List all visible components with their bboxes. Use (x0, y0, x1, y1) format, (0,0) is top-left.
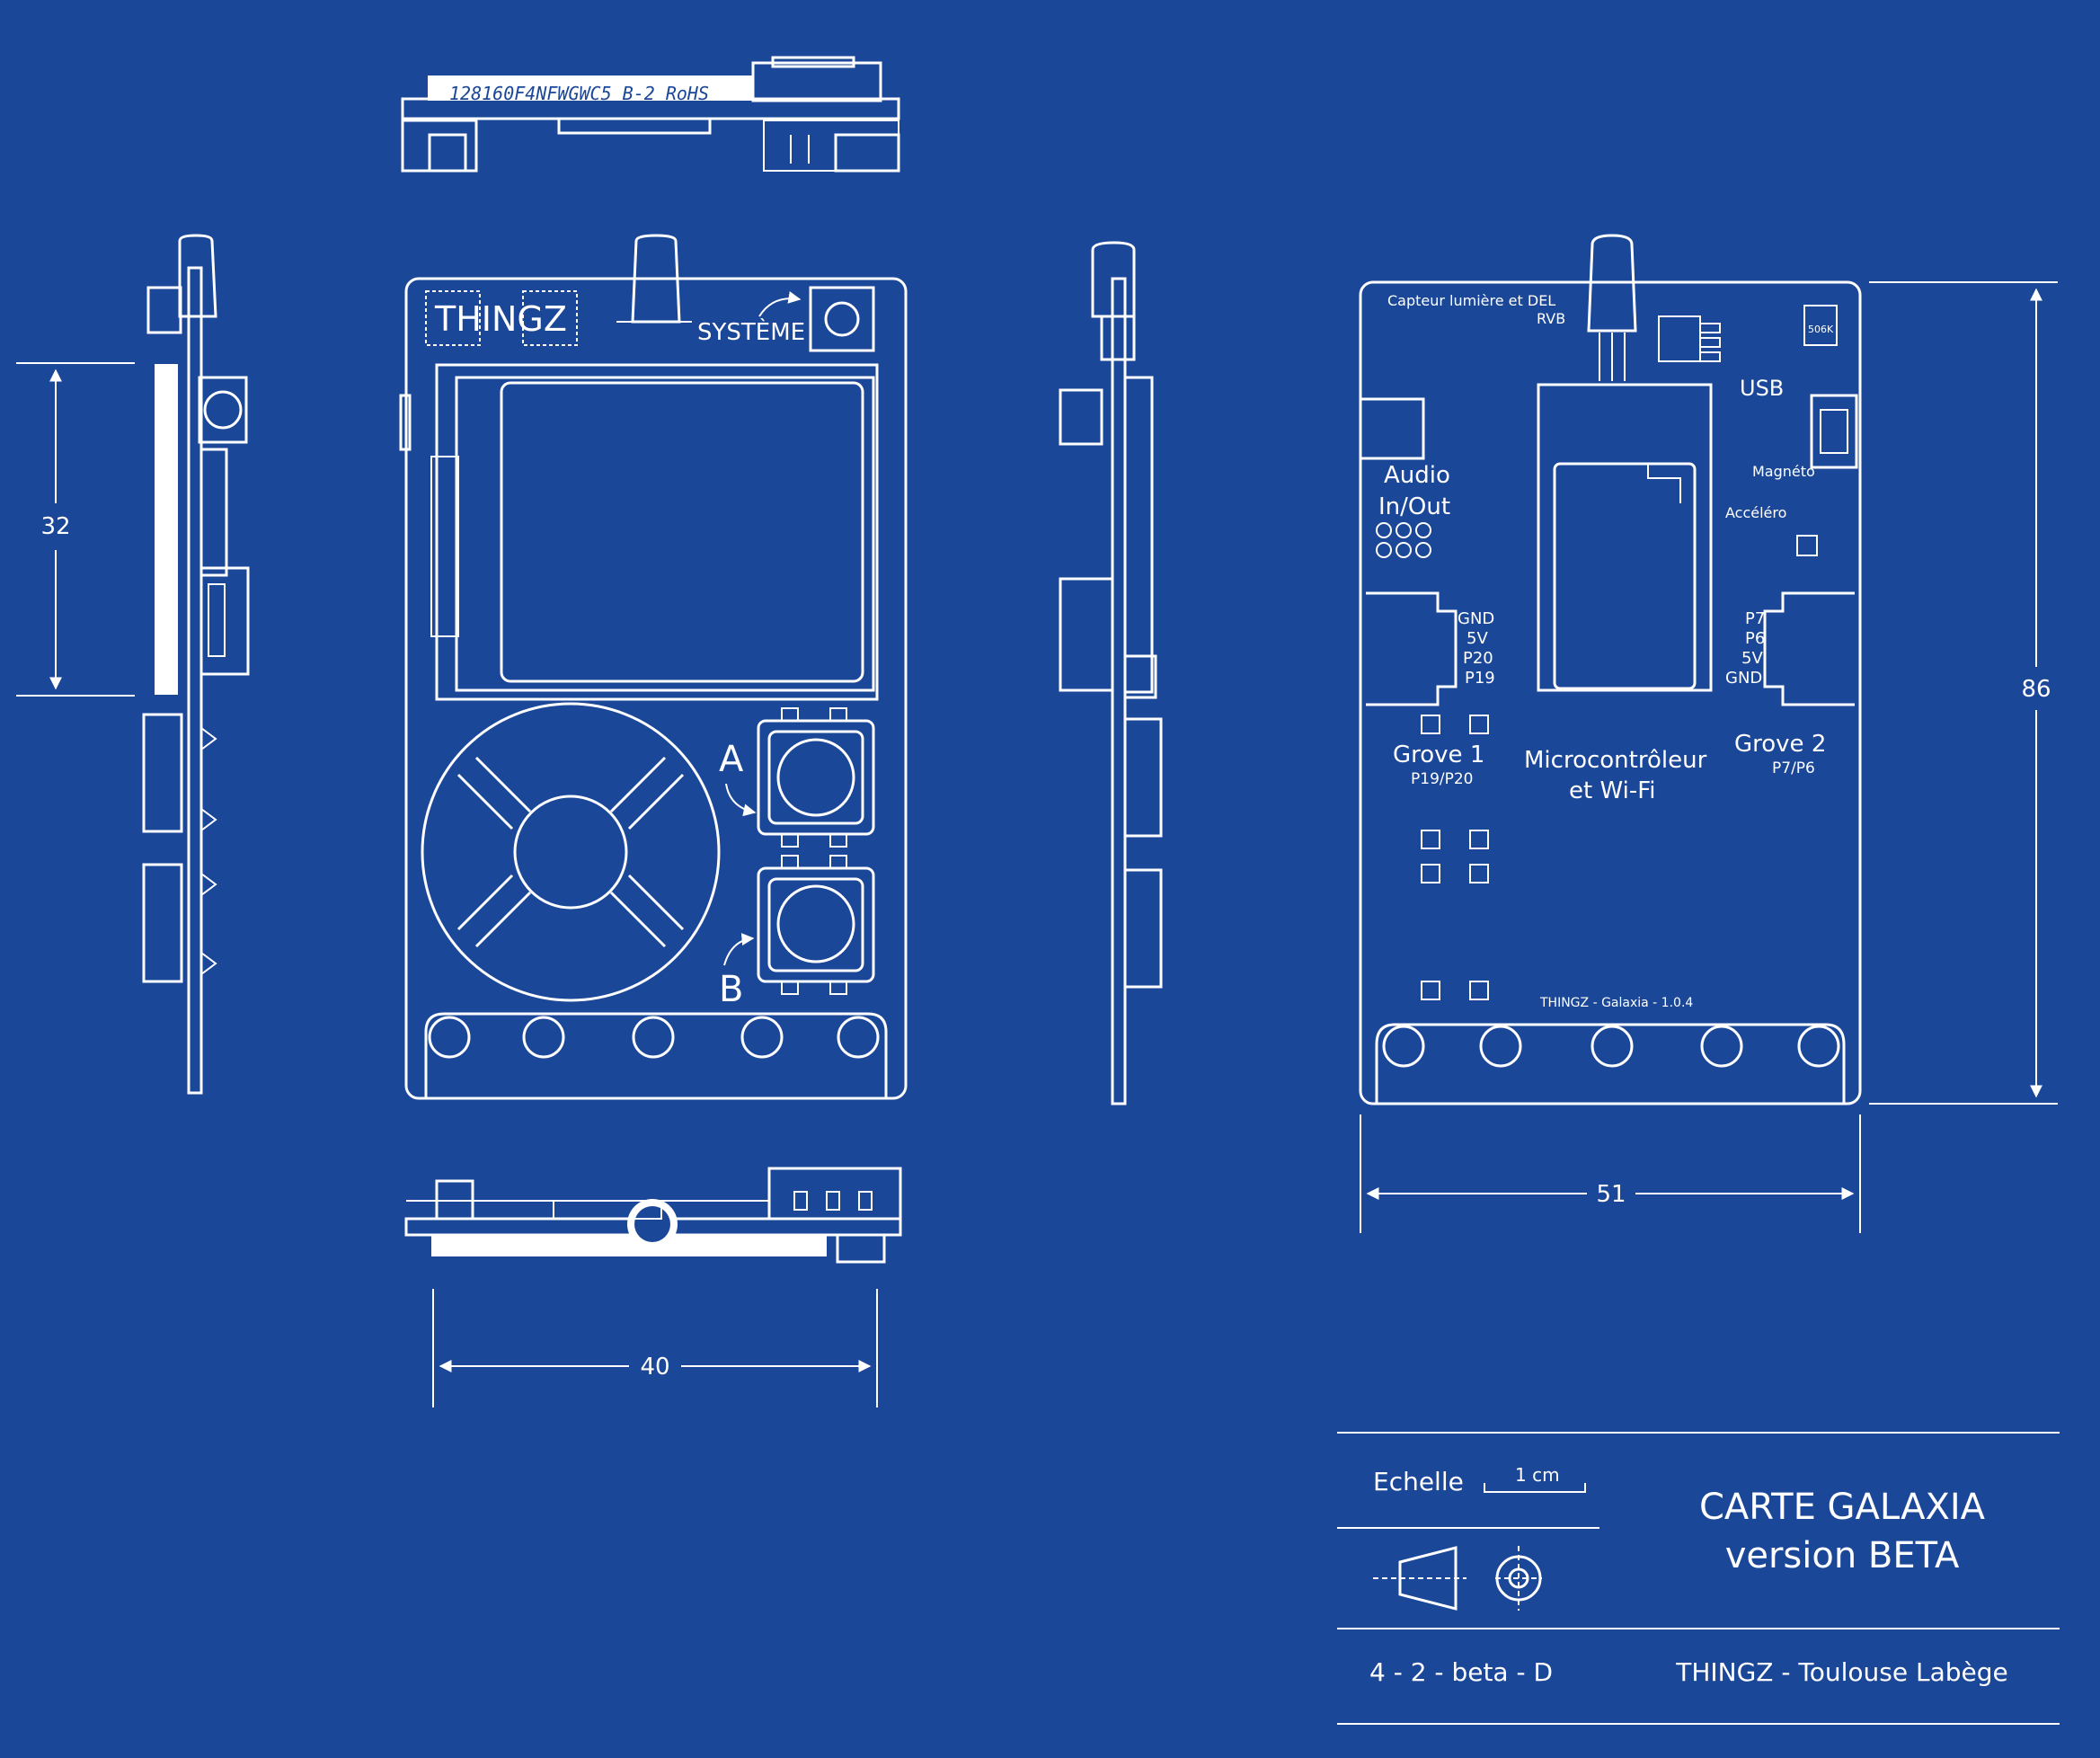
mcu-label-2: et Wi-Fi (1569, 777, 1655, 804)
scale-label: Echelle (1373, 1467, 1464, 1496)
right-side-view (1059, 241, 1163, 1105)
title-block: Echelle 1 cm CARTE GALAXIA version BETA … (1337, 1432, 2060, 1725)
scale-unit: 1 cm (1515, 1464, 1560, 1486)
dpad (421, 702, 721, 1002)
top-edge-view: 128160F4NFWGWC5 B-2 RoHS (401, 56, 900, 173)
mcu-label-1: Microcontrôleur (1524, 747, 1707, 774)
grove2-sub: P7/P6 (1772, 759, 1815, 777)
grove1-pin-4: P19 (1465, 669, 1495, 688)
audio-label-2: In/Out (1378, 493, 1450, 520)
dim-width-bottom: 40 (640, 1354, 669, 1381)
title-line-1: CARTE GALAXIA (1699, 1487, 1986, 1528)
dim-height-side: 32 (40, 513, 70, 540)
button-a-label: A (719, 739, 744, 780)
dim-width-back: 51 (1596, 1181, 1626, 1208)
grove1-pin-2: 5V (1466, 629, 1488, 648)
bottom-edge-view (404, 1167, 902, 1264)
accelero-label: Accéléro (1725, 504, 1786, 521)
grove1-label: Grove 1 (1393, 741, 1484, 768)
rgb-label: RVB (1537, 310, 1565, 327)
back-view: Capteur lumière et DEL RVB 506K USB Magn… (1359, 234, 1862, 1105)
audio-label-1: Audio (1384, 462, 1450, 489)
front-edge-connector (424, 1012, 888, 1098)
grove1-pin-1: GND (1458, 609, 1494, 628)
grove1-sub: P19/P20 (1411, 770, 1474, 788)
grove2-pin-2: P6 (1745, 629, 1765, 648)
left-side-view (142, 234, 250, 1095)
button-b-label: B (719, 969, 743, 1010)
company-label: THINGZ - Toulouse Labège (1675, 1657, 2008, 1687)
chip-label: 128160F4NFWGWC5 B-2 RoHS (449, 83, 709, 104)
dim-height-back: 86 (2021, 676, 2051, 703)
magneto-label: Magnéto (1752, 463, 1815, 480)
grove2-pin-4: GND (1725, 669, 1762, 688)
drawing-reference: 4 - 2 - beta - D (1369, 1657, 1553, 1687)
grove2-pin-3: 5V (1741, 649, 1763, 668)
title-line-2: version BETA (1725, 1535, 1960, 1576)
grove1-pin-3: P20 (1463, 649, 1493, 668)
dimensions: 32 40 86 51 (16, 281, 2058, 1407)
usb-label: USB (1740, 376, 1784, 401)
grove2-pin-1: P7 (1745, 609, 1765, 628)
front-view: THINGZ SYSTÈME A (399, 234, 908, 1100)
back-edge-connector (1375, 1023, 1846, 1104)
light-sensor-label: Capteur lumière et DEL (1387, 292, 1555, 309)
board-version: THINGZ - Galaxia - 1.0.4 (1539, 996, 1693, 1010)
system-label: SYSTÈME (697, 317, 805, 346)
grove2-label: Grove 2 (1734, 731, 1826, 758)
thingz-logo: THINGZ (434, 299, 567, 339)
chip-506k: 506K (1808, 324, 1834, 335)
